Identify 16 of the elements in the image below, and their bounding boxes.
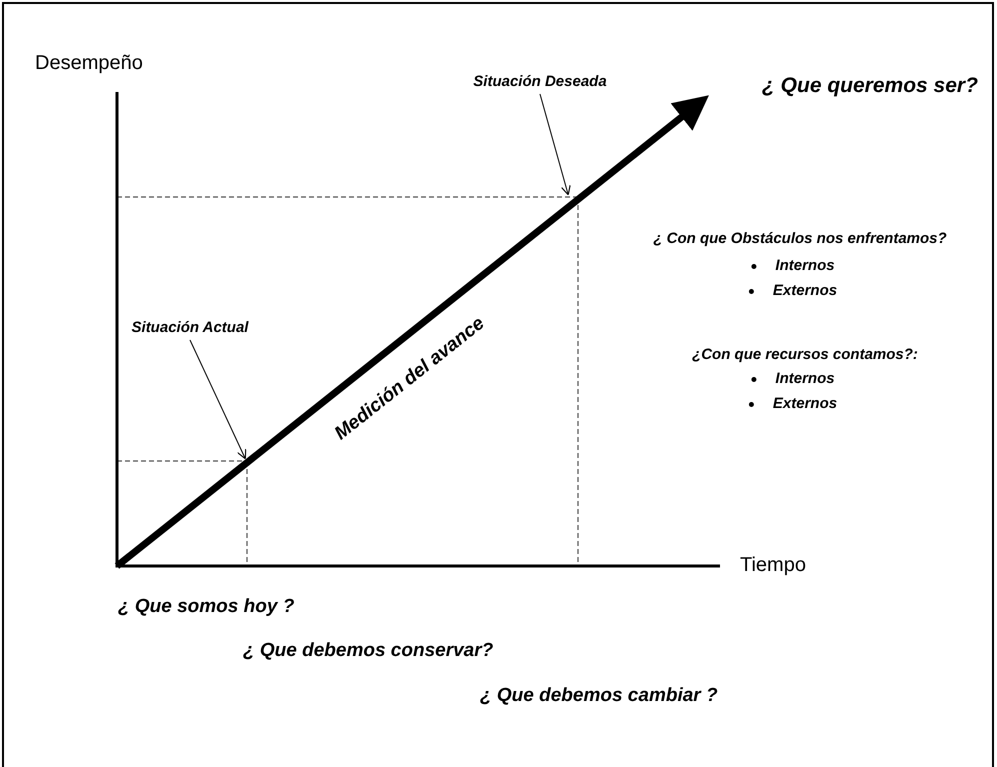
question-text: ¿ Con que Obstáculos nos enfrentamos?: [653, 230, 947, 247]
question-text: ¿ Que somos hoy ?: [118, 596, 294, 618]
list-item: Internos: [775, 257, 835, 274]
question-text: ¿Con que recursos contamos?:: [692, 346, 918, 363]
situation-label: Situación Actual: [125, 318, 255, 338]
list-item: Externos: [772, 282, 838, 299]
question-text: ¿ Que queremos ser?: [762, 74, 978, 98]
situation-label: Situación Deseada: [470, 72, 610, 92]
axis-title: Desempeño: [35, 52, 143, 75]
list-item: Externos: [772, 395, 838, 412]
list-item: Internos: [775, 370, 835, 387]
leader-line: [190, 340, 246, 460]
question-text: ¿ Que debemos conservar?: [243, 640, 494, 662]
leader-line: [540, 94, 571, 196]
axis-title: Tiempo: [740, 554, 806, 577]
question-text: ¿ Que debemos cambiar ?: [480, 685, 718, 707]
